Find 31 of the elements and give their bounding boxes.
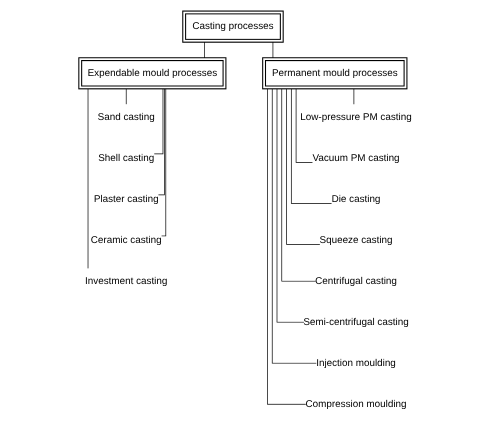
connector: [280, 88, 316, 282]
connector: [286, 88, 320, 245]
connector: [272, 42, 273, 58]
node-box: Casting processes: [182, 10, 284, 43]
connector: [158, 88, 164, 196]
node-box: Expendable mould processes: [78, 57, 226, 90]
connector: [87, 88, 88, 269]
node-text: Die casting: [331, 194, 380, 205]
node-text: Sand casting: [97, 112, 154, 123]
node-text: Plaster casting: [93, 194, 158, 205]
connector: [353, 88, 354, 105]
connector: [276, 88, 304, 323]
connector: [160, 88, 166, 236]
connector: [295, 88, 312, 163]
node-text: Centrifugal casting: [314, 276, 396, 287]
node-text: Low-pressure PM casting: [300, 112, 412, 123]
connector: [153, 88, 163, 154]
connector: [271, 88, 316, 364]
node-text: Vacuum PM casting: [312, 152, 400, 164]
node-text: Injection moulding: [316, 358, 396, 369]
connector: [125, 88, 126, 105]
connector: [203, 42, 204, 58]
node-text: Shell casting: [98, 152, 154, 164]
connector: [290, 88, 332, 204]
node-text: Squeeze casting: [319, 234, 392, 246]
node-text: Compression moulding: [305, 398, 406, 410]
node-text: Semi-centrifugal casting: [302, 316, 408, 328]
node-text: Investment casting: [84, 276, 167, 287]
connector: [266, 88, 306, 405]
node-box: Permanent mould processes: [262, 57, 407, 90]
node-text: Ceramic casting: [90, 234, 162, 246]
